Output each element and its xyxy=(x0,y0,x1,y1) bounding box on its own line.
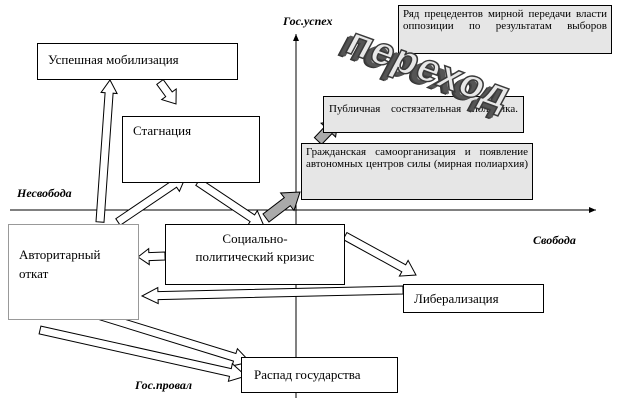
node-stagnation-text: Стагнация xyxy=(133,123,192,138)
node-public-politics: Публичная состязательная политика. xyxy=(323,96,524,133)
axis-label-state-failure: Гос.провал xyxy=(135,378,193,392)
arrow-authoritarian-to-stagnation xyxy=(115,175,187,226)
arrow-mobilization-to-stagnation xyxy=(156,78,177,105)
node-authoritarian-rollback-line1: Авторитарный xyxy=(19,247,101,262)
arrow-stagnation-to-crisis xyxy=(195,178,265,227)
arrow-liberalization-to-authoritarian xyxy=(140,285,404,305)
axis-label-freedom: Свобода xyxy=(533,233,576,247)
node-civil-self-organization: Гражданская самоорганизация и появление … xyxy=(301,143,533,200)
axis-label-state-success: Гос.успех xyxy=(283,14,333,28)
node-state-collapse: Распад государства xyxy=(241,357,398,393)
arrow-crisis-to-liberalization xyxy=(342,231,417,277)
arrow-crisis-to-civil-self-organization xyxy=(262,191,301,223)
node-public-politics-text: Публичная состязательная политика. xyxy=(329,103,518,115)
node-authoritarian-rollback: Авторитарный откат xyxy=(8,224,139,320)
node-precedents-text: Ряд прецедентов мирной передачи власти о… xyxy=(403,8,607,32)
node-liberalization: Либерализация xyxy=(403,284,544,313)
node-sociopolitical-crisis: Социально- политический кризис xyxy=(165,224,345,285)
axis-label-unfreedom: Несвобода xyxy=(17,186,72,200)
node-successful-mobilization: Успешная мобилизация xyxy=(37,43,238,80)
node-sociopolitical-crisis-line1: Социально- xyxy=(222,231,288,246)
node-precedents: Ряд прецедентов мирной передачи власти о… xyxy=(398,5,612,54)
arrow-crisis-to-authoritarian xyxy=(137,247,166,266)
node-state-collapse-text: Распад государства xyxy=(254,367,361,382)
node-stagnation: Стагнация xyxy=(122,116,260,183)
node-authoritarian-rollback-line2: откат xyxy=(19,266,49,281)
arrow-authoritarian-to-mobilization xyxy=(95,79,118,223)
node-liberalization-text: Либерализация xyxy=(414,291,499,306)
arrow-authoritarian-to-collapse-2 xyxy=(38,325,247,383)
node-civil-self-organization-text: Гражданская самоорганизация и появление … xyxy=(306,146,528,170)
node-successful-mobilization-text: Успешная мобилизация xyxy=(48,52,179,67)
node-sociopolitical-crisis-line2: политический кризис xyxy=(195,249,315,264)
